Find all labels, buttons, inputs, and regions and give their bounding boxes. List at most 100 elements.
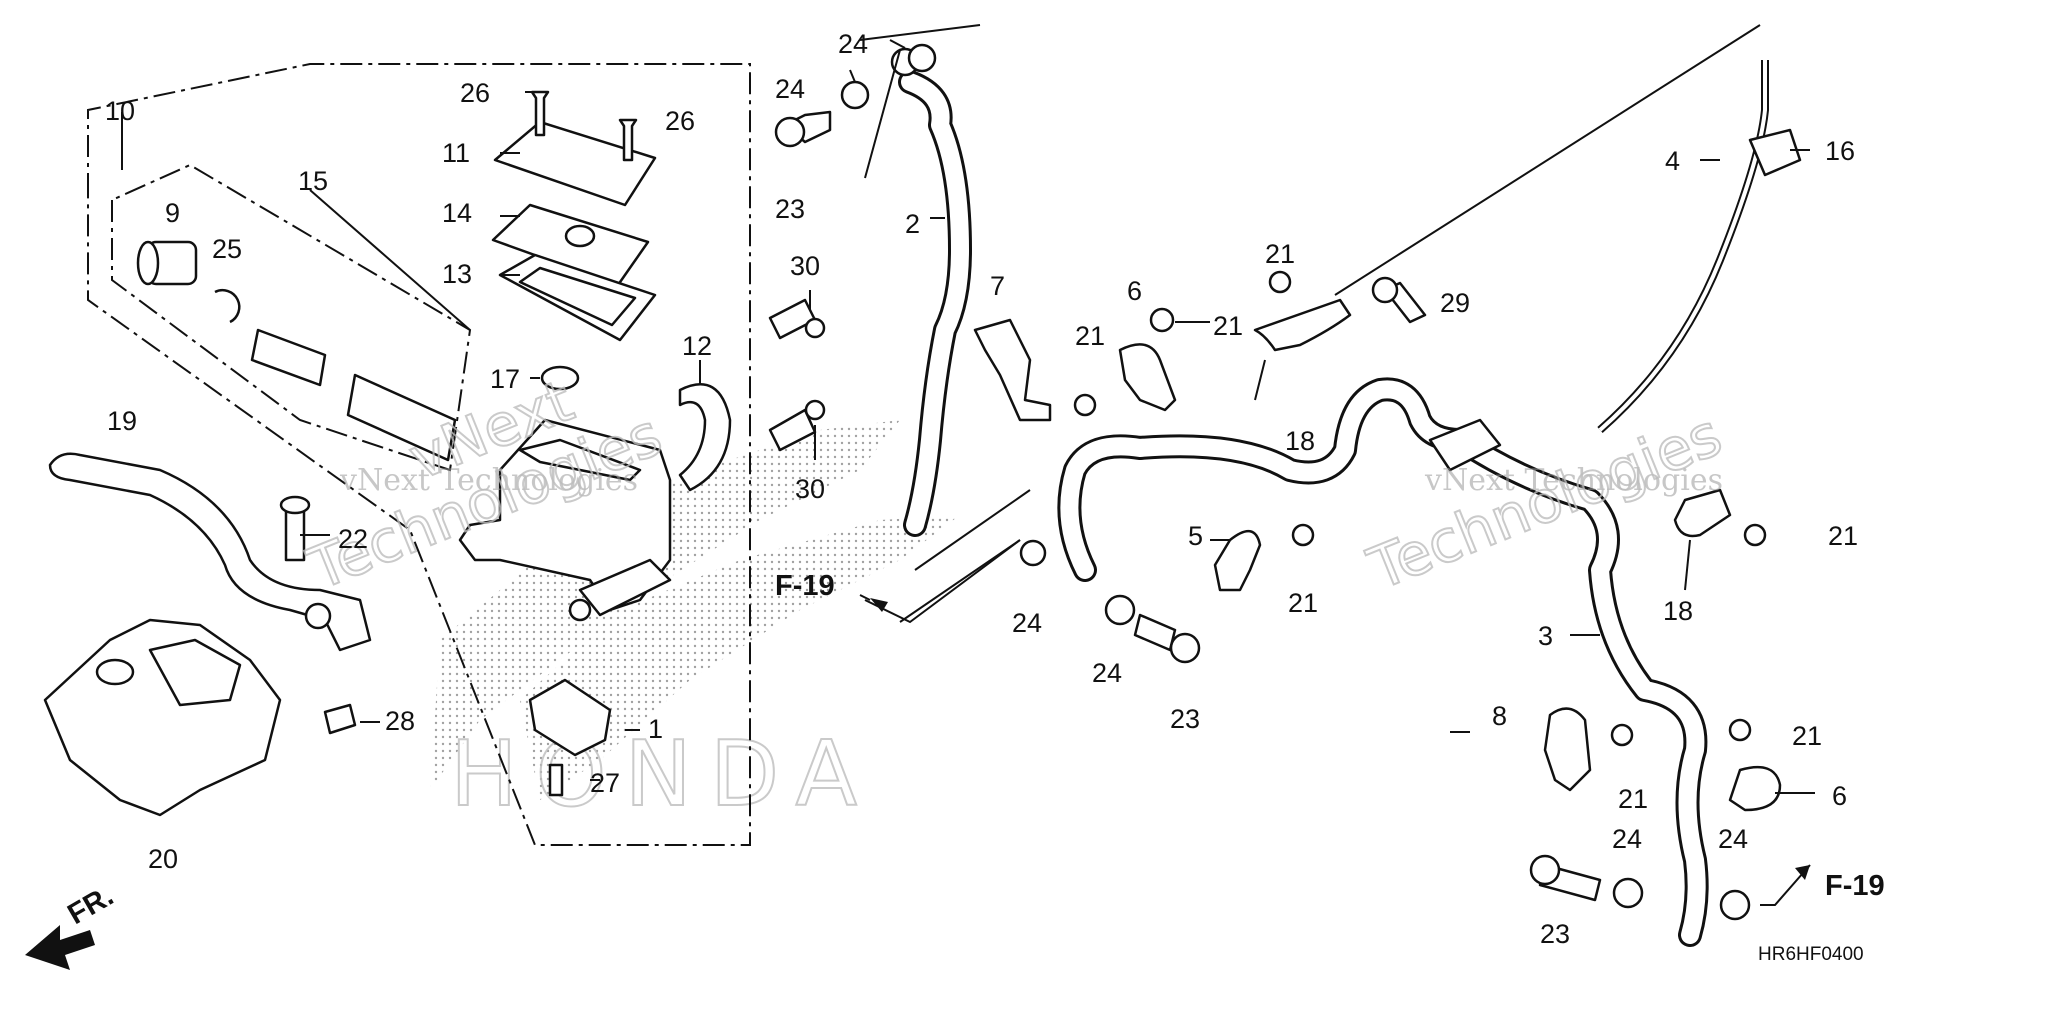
bolt-21-a	[1149, 307, 1175, 333]
part-label: 7	[990, 271, 1005, 301]
hose-clamp-18-top	[1253, 298, 1352, 352]
diagram-code: HR6HF0400	[1758, 944, 1864, 965]
part-label: 2	[905, 209, 920, 239]
part-label: 21	[1792, 721, 1822, 751]
part-label: 23	[1170, 704, 1200, 734]
holder-bolt-top-head	[804, 317, 826, 339]
bolt-21-d	[1291, 523, 1315, 547]
part-label: 6	[1127, 276, 1142, 306]
washer-top-3	[907, 43, 937, 73]
bolt-21-c	[1268, 270, 1292, 294]
part-label: 12	[682, 331, 712, 361]
assembly-10-outline	[87, 63, 751, 846]
part-label: 13	[442, 259, 472, 289]
part-label: 21	[1265, 239, 1295, 269]
washer-bottom-2	[1719, 889, 1751, 921]
brake-pipe	[1597, 60, 1769, 434]
switch-screw	[548, 763, 564, 797]
front-marker: FR.	[63, 880, 119, 931]
pivot-bolt-head	[279, 495, 311, 515]
part-label: 17	[490, 364, 520, 394]
part-label: 24	[1012, 608, 1042, 638]
watermark-text-left: vNext Technologies	[339, 463, 638, 498]
part-labels: 1 2 3 4 5 6 6 7 8 9 10 11 12 13 14 15 16…	[105, 29, 1858, 949]
part-label: 18	[1285, 426, 1315, 456]
part-label: 24	[1092, 658, 1122, 688]
bolt-21-g	[1728, 718, 1752, 742]
washer-mid-1	[1019, 539, 1047, 567]
part-label: 30	[790, 251, 820, 281]
part-label: 21	[1618, 784, 1648, 814]
part-label: 16	[1825, 136, 1855, 166]
master-cylinder	[458, 418, 672, 622]
cap-screw-right	[618, 118, 638, 162]
bolt-21-f	[1610, 723, 1634, 747]
part-label: 20	[148, 844, 178, 874]
holder-bolt-bottom-head	[804, 399, 826, 421]
bolt-21-e	[1743, 523, 1767, 547]
part-label: 1	[648, 714, 663, 744]
assembly-15-outline	[111, 163, 472, 472]
part-label: 24	[1612, 824, 1642, 854]
brake-pipe-inner	[1598, 60, 1767, 432]
part-label: 23	[1540, 919, 1570, 949]
part-label: 21	[1213, 311, 1243, 341]
part-label: 22	[338, 524, 368, 554]
part-label: 18	[1663, 596, 1693, 626]
cap-screw-left	[530, 90, 550, 137]
part-label: 21	[1288, 588, 1318, 618]
part-label: 14	[442, 198, 472, 228]
part-label: 26	[665, 106, 695, 136]
brake-switch	[528, 678, 612, 757]
part-label: 28	[385, 706, 415, 736]
brake-lever	[48, 452, 372, 652]
part-label: 3	[1538, 621, 1553, 651]
part-label: 19	[107, 406, 137, 436]
part-label: 21	[1828, 521, 1858, 551]
hose-clamp-6-top	[1118, 343, 1177, 412]
part-label: 10	[105, 96, 135, 126]
part-label: 15	[298, 166, 328, 196]
part-label: 9	[165, 198, 180, 228]
banjo-bolt-bottom	[1529, 854, 1602, 902]
leader-lines	[121, 24, 1815, 906]
ref-f19-left: F-19	[775, 570, 835, 602]
reservoir-cap-stack	[491, 120, 657, 391]
part-label: 21	[1075, 321, 1105, 351]
lever-cover	[43, 618, 282, 817]
part-label: 29	[1440, 288, 1470, 318]
hose-clamp-6-bottom	[1728, 765, 1782, 812]
washer-bottom-1	[1612, 877, 1644, 909]
washer-top-1	[840, 80, 870, 110]
washer-mid-2	[1104, 594, 1136, 626]
brand-watermark: HONDA	[450, 722, 875, 827]
part-label: 27	[590, 768, 620, 798]
bolt-29-head	[1371, 276, 1399, 304]
part-label: 24	[775, 74, 805, 104]
hose-clamp-18-right	[1673, 488, 1732, 538]
part-label: 24	[1718, 824, 1748, 854]
bolt-21-b	[1073, 393, 1097, 417]
clip-16	[1748, 128, 1802, 177]
hose-stay-7	[973, 318, 1052, 422]
part-label: 23	[775, 194, 805, 224]
piston-set	[136, 240, 457, 462]
f19-left-arrowhead	[870, 598, 888, 612]
part-label: 26	[460, 78, 490, 108]
lever-nut	[323, 703, 357, 735]
banjo-bolt-mid	[1133, 613, 1201, 664]
hose-stay-8	[1543, 707, 1592, 792]
three-way-joint	[1428, 418, 1502, 472]
hose-2-inner	[901, 73, 969, 534]
part-label: 11	[442, 138, 470, 168]
part-label: 6	[1832, 781, 1847, 811]
banjo-bolt-top	[774, 110, 832, 148]
holder	[678, 383, 732, 492]
part-label: 8	[1492, 701, 1507, 731]
f19-right-arrowhead	[1795, 865, 1810, 880]
part-label: 30	[795, 474, 825, 504]
part-label: 4	[1665, 146, 1680, 176]
front-arrow-icon	[25, 925, 95, 970]
hose-clamp-5	[1213, 530, 1262, 592]
